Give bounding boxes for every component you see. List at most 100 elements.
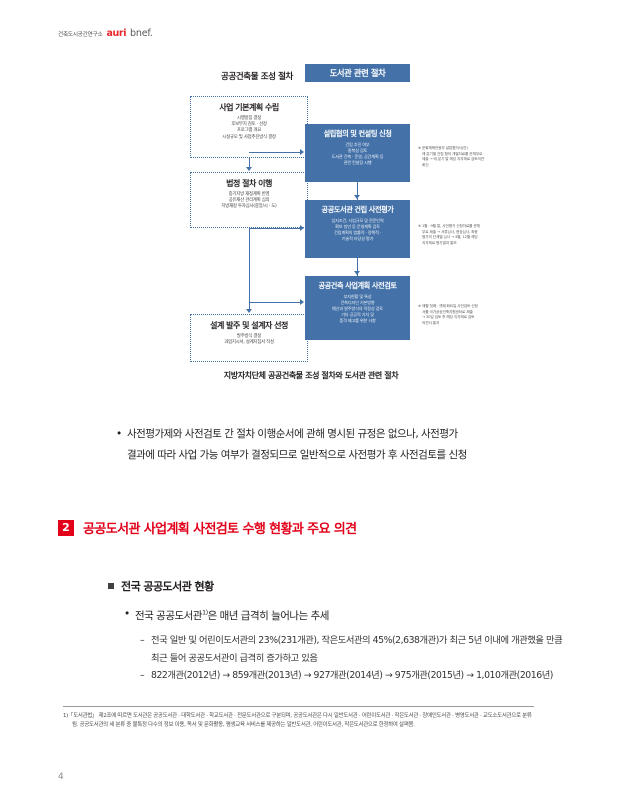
diagram-right-column-title: 도서관 관련 절차 [305, 64, 410, 82]
sub-heading: 전국 공공도서관 현황 [108, 578, 214, 594]
box-detail-line: 건립계획의 법률적 · 정책적 · [334, 230, 381, 235]
diagram-left-column-title: 공공건축물 조성 절차 [221, 72, 293, 82]
diagram-box-establishment-consultation: 설립협의 및 컨설팅 신청 건립 추진 여부 중복성 검토 도서관 건축 · 운… [305, 124, 410, 182]
box-detail-line: 확보 방안 등 운영계획 검토 [335, 224, 380, 229]
note-line: 평가의 단계별 심사 → 4월, 12월 해당 [422, 235, 478, 240]
connector-line [357, 182, 358, 200]
section-number-badge: 2 [58, 519, 74, 536]
note-line: 제출 → 매 분기 말 해당 지자체로 검토의견 [422, 157, 484, 162]
bullet-marker: • [116, 428, 122, 440]
note-line: 부로 제출 → 서류심사, 현장심사, 최종 [422, 229, 478, 234]
box-heading: 공공건축 사업계획 사전검토 [318, 281, 397, 290]
box-detail-line: 발주방식 결정 [236, 334, 262, 339]
section-heading: 2 공공도서관 사업계획 사전검토 수행 현황과 주요 의견 [58, 518, 357, 537]
box-heading: 사업 기본계획 수립 [219, 103, 279, 112]
diagram-box-legal-procedure: 법정 절차 이행 중기지방 재정계획 반영 공유재산 관리계획 심의 지방재정 … [190, 172, 308, 228]
box-detail-line: 후보부지 검토 · 선정 [231, 122, 267, 128]
connector-line [357, 258, 358, 276]
header-brand-suffix: bnef. [130, 28, 153, 39]
connector-arrow-down [246, 167, 252, 171]
sub-heading-label: 전국 공공도서관 현황 [121, 580, 214, 593]
box-detail-line: 중복성 검토 [347, 148, 368, 153]
connector-arrow-down [354, 271, 360, 275]
note-line: ※ 1월 · 9월 말, 사전평가 신청자료를 문체 [418, 224, 480, 228]
body-paragraph: • 사전평가제와 사전검토 간 절차 이행순서에 관해 명시된 규정은 없으나,… [116, 424, 568, 466]
box-detail-line: 건축디자인 기본방향 [340, 300, 375, 305]
box-detail-line: 지방재정 투자심사(중앙/시 · 도) [221, 204, 277, 210]
note-line: → 30일 검토 후 해당 지자체로 검토 [422, 315, 475, 320]
level2-line: 전국 일반 및 어린이도서관의 23%(231개관), 작은도서관의 45%(2… [151, 635, 466, 646]
square-bullet-icon [108, 583, 114, 589]
level2-text: 822개관(2012년) → 859개관(2013년) → 927개관(2014… [140, 667, 570, 685]
box-detail-line: 예산과 발주방식의 적정성 검토 [332, 306, 383, 311]
box-detail-line: 과업지시서, 설계지침서 작성 [224, 340, 274, 346]
connector-line [249, 228, 250, 310]
note-line: 서를 국가공공건축지원센터로 제출 [422, 309, 473, 314]
level1-text-a: 전국 공공도서관 [135, 610, 202, 622]
level2-text: 전국 일반 및 어린이도서관의 23%(231개관), 작은도서관의 45%(2… [140, 632, 570, 667]
box-detail-line: 중기지방 재정계획 반영 [228, 192, 270, 197]
figure-caption: 지방자치단체 공공건축물 조성 절차와 도서관 관련 절차 [223, 371, 399, 380]
note-line: ※ 매월 첫째 · 셋째 화요일 사전검토 신청 [418, 304, 478, 308]
connector-line [249, 228, 301, 229]
level1-text-b: 은 매년 급격히 늘어나는 추세 [207, 610, 330, 622]
paragraph-line: 결과에 따라 사업 가능 여부가 결정되므로 일반적으로 사전평가 후 사전검토… [127, 449, 467, 461]
process-diagram: 공공건축물 조성 절차 도서관 관련 절차 사업 기본계획 수립 시행방침 결정… [0, 62, 622, 392]
section-title: 공공도서관 사업계획 사전검토 수행 현황과 주요 의견 [83, 522, 357, 537]
dash-marker: – [140, 670, 145, 681]
level1-bullet-item: • 전국 공공도서관1)은 매년 급격히 늘어나는 추세 [124, 608, 564, 623]
paragraph-line: 사전평가제와 사전검토 간 절차 이행순서에 관해 명시된 규정은 없으나, 사… [127, 428, 458, 440]
box-detail-line: 부지현황 및 특성 [343, 294, 372, 299]
connector-arrow-down [246, 309, 252, 313]
diagram-note-review: ※ 매월 첫째 · 셋째 화요일 사전검토 신청 서를 국가공공건축지원센터로 … [418, 304, 530, 326]
paragraph-text: 사전평가제와 사전검토 간 절차 이행순서에 관해 명시된 규정은 없으나, 사… [116, 424, 568, 466]
note-line: 지자체로 평가결과 통보 [422, 240, 457, 245]
footnote-text: 「도서관법」 제2조에 따르면 도서관은 공공도서관 · 대학도서관 · 학교도… [68, 713, 532, 729]
level1-text: 전국 공공도서관1)은 매년 급격히 늘어나는 추세 [124, 608, 564, 623]
box-detail-line: 도서관 건축 · 운영, 공간계획 등 [331, 154, 384, 159]
box-detail-line: 관련 컨설팅 시행 [343, 160, 372, 165]
box-detail-line: 입지조건, 사업규모 및 전문인력 [331, 218, 384, 223]
level2-line: 1,010개관(2016년) [476, 670, 553, 681]
diagram-box-preliminary-review: 공공건축 사업계획 사전검토 부지현황 및 특성 건축디자인 기본방향 예산과 … [305, 276, 410, 340]
box-detail-line: 시행방침 결정 [236, 116, 262, 121]
note-line: 매 분기별 건립 협의 개별자료를 문체부로 [422, 151, 483, 156]
connector-arrow-right [300, 149, 304, 155]
diagram-box-preliminary-evaluation: 공공도서관 건립 사전평가 입지조건, 사업규모 및 전문인력 확보 방안 등 … [305, 200, 410, 258]
diagram-note-establishment: ※ 문화체육관광부 설립협의서(안) 매 분기별 건립 협의 개별자료를 문체부… [418, 146, 530, 168]
box-heading: 법정 절차 이행 [226, 179, 272, 188]
page-number: 4 [58, 772, 64, 782]
diagram-box-basic-plan: 사업 기본계획 수립 시행방침 결정 후보부지 검토 · 선정 프로그램 개요 … [190, 96, 308, 158]
box-detail-line: 건립 추진 여부 [345, 142, 370, 147]
connector-arrow-right [300, 299, 304, 305]
box-heading: 설립협의 및 컨설팅 신청 [323, 129, 392, 138]
diagram-note-evaluation: ※ 1월 · 9월 말, 사전평가 신청자료를 문체 부로 제출 → 서류심사,… [418, 224, 530, 246]
box-detail-line: 프로그램 개요 [236, 128, 262, 134]
diagram-box-design-order: 설계 발주 및 설계자 선정 발주방식 결정 과업지시서, 설계지침서 작성 [190, 314, 308, 362]
note-line: 회신 [422, 162, 429, 167]
level2-item: – 전국 일반 및 어린이도서관의 23%(231개관), 작은도서관의 45%… [140, 632, 570, 667]
footnote-reference: 1) [201, 608, 208, 617]
box-detail-line: 공유재산 관리계획 심의 [228, 198, 270, 204]
box-heading: 공공도서관 건립 사전평가 [321, 205, 394, 214]
connector-arrow-right [300, 225, 304, 231]
box-detail-line: 기타 공공적 가치 및 [341, 312, 374, 317]
level2-item: – 822개관(2012년) → 859개관(2013년) → 927개관(20… [140, 667, 570, 685]
connector-line [249, 302, 301, 303]
connector-line [249, 158, 250, 168]
connector-arrow-down [354, 195, 360, 199]
note-line: 의견서 통지 [422, 320, 440, 325]
footnote-divider [63, 706, 534, 707]
header-brand-logo: auri [106, 28, 127, 39]
level2-line: 5년 이내에 개관했을 만큼 최근 들어 공공도서관이 급격히 증가하고 있음 [151, 635, 563, 664]
footnote-body: 1)「도서관법」 제2조에 따르면 도서관은 공공도서관 · 대학도서관 · 학… [63, 712, 537, 731]
connector-line [249, 152, 301, 153]
box-heading: 설계 발주 및 설계자 선정 [210, 321, 288, 330]
footnote-marker: 1) [63, 713, 69, 719]
header-institute-name: 건축도시공간연구소 [58, 32, 103, 38]
level2-line: 822개관(2012년) → 859개관(2013년) → 927개관(2014… [151, 670, 474, 681]
box-detail-line: 기술적 타당성 평가 [341, 236, 374, 241]
box-detail-line: 품격 제고를 위한 사항 [339, 318, 376, 323]
box-detail-line: 시설규모 및 사업추진방식 결정 [222, 134, 276, 140]
note-line: ※ 문화체육관광부 설립협의서(안) [418, 146, 468, 150]
